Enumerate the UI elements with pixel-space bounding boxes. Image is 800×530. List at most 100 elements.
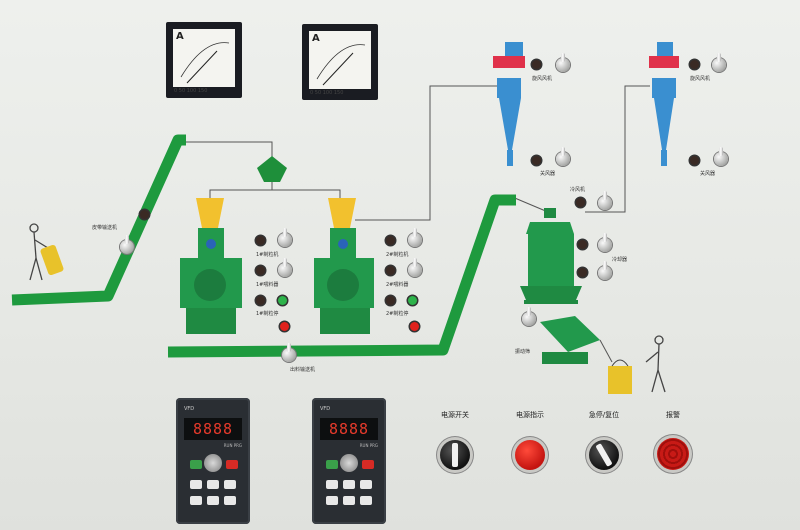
emergency-label: 急停/复位: [588, 411, 620, 419]
vfd-2-key-5[interactable]: [343, 496, 355, 505]
mill1-start-lamp: [256, 236, 265, 245]
mill1-start-label: 1#制粒机: [256, 252, 279, 258]
fan2-switch[interactable]: [712, 53, 726, 72]
cooler-switch-1[interactable]: [598, 233, 612, 252]
pellet-mill-1: [180, 198, 242, 334]
vfd-2-mode: RUN PRG: [359, 443, 378, 448]
vfd-1-run-key[interactable]: [190, 460, 202, 469]
mill2-feeder-label: 2#喂料器: [386, 282, 409, 288]
alarm-light: [657, 438, 689, 470]
distributor-hopper: [257, 156, 287, 182]
feed-conveyor: [11, 134, 186, 306]
ammeter-1-needle: [180, 42, 230, 84]
mill1-feeder-label: 1#喂料器: [256, 282, 279, 288]
worker-left-figure: [29, 223, 49, 281]
fan2-label: 旋风风机: [690, 76, 711, 82]
mill1-run-lamp: [278, 296, 287, 305]
output-bag: [608, 366, 632, 394]
vfd-2-key-2[interactable]: [343, 480, 355, 489]
mill2-stop-label: 2#制粒停: [386, 311, 409, 317]
outlet-conveyor-switch[interactable]: [282, 343, 296, 362]
outlet-conveyor: [167, 194, 516, 358]
fan1-lamp: [532, 60, 541, 69]
feed-bag: [40, 244, 64, 276]
counterflow-cooler: [520, 208, 582, 304]
vfd-2-stop-key[interactable]: [362, 460, 374, 469]
fan1-airlock-label: 关风器: [540, 171, 556, 177]
power-indicator: [515, 440, 545, 470]
sieve-switch[interactable]: [522, 307, 536, 326]
cooler-label: 冷却器: [612, 257, 628, 263]
mill1-stop-label: 1#制粒停: [256, 311, 279, 317]
cooler-lamp-1: [578, 240, 587, 249]
outlet-conveyor-label: 出料输送机: [290, 367, 316, 373]
sieve-label: 振动筛: [515, 349, 531, 355]
feed-conveyor-switch[interactable]: [120, 235, 134, 254]
vfd-2-key-4[interactable]: [326, 496, 338, 505]
cyclone-2: [649, 42, 679, 166]
worker-right-figure: [645, 335, 666, 393]
fan2-airlock-label: 关风器: [700, 171, 716, 177]
power-switch[interactable]: [440, 440, 470, 470]
ammeter-2-scale: 0 50 100 150: [310, 90, 344, 96]
vfd-1-key-4[interactable]: [190, 496, 202, 505]
mill1-feeder-lamp: [256, 266, 265, 275]
power-switch-label: 电源开关: [441, 411, 469, 419]
mill1-stop-lamp: [256, 296, 265, 305]
alarm-label: 报警: [666, 411, 680, 419]
vfd-1-speed-knob[interactable]: [204, 454, 222, 472]
cooler-fan-label: 冷风机: [570, 187, 586, 193]
mill1-fault-lamp: [280, 322, 289, 331]
vfd-1-brand: VFD: [184, 406, 195, 412]
vfd-1-mode: RUN PRG: [223, 443, 242, 448]
mill2-run-lamp: [408, 296, 417, 305]
cyclone-1: [493, 42, 525, 166]
ammeter-2-needle: [316, 44, 366, 86]
mill1-start-switch[interactable]: [278, 228, 292, 247]
ammeter-1: A 0 50 100 150: [166, 22, 242, 98]
mill2-start-lamp: [386, 236, 395, 245]
mill2-stop-lamp: [386, 296, 395, 305]
mill2-feeder-lamp: [386, 266, 395, 275]
emergency-reset-switch[interactable]: [589, 440, 619, 470]
fan2-airlock-lamp: [690, 156, 699, 165]
connection-lines: [185, 85, 650, 363]
vfd-2: VFD 8888 RUN PRG: [312, 398, 386, 524]
vfd-2-speed-knob[interactable]: [340, 454, 358, 472]
ammeter-2-unit: A: [312, 33, 320, 44]
fan2-lamp: [690, 60, 699, 69]
vfd-1: VFD 8888 RUN PRG: [176, 398, 250, 524]
ammeter-1-scale: 0 50 100 150: [174, 88, 208, 94]
mill2-start-label: 2#制粒机: [386, 252, 409, 258]
vfd-2-key-6[interactable]: [360, 496, 372, 505]
fan1-switch[interactable]: [556, 53, 570, 72]
vfd-2-key-1[interactable]: [326, 480, 338, 489]
cooler-switch-2[interactable]: [598, 261, 612, 280]
vfd-2-display: 8888: [320, 418, 378, 440]
vfd-1-display: 8888: [184, 418, 242, 440]
fan1-label: 旋风风机: [532, 76, 553, 82]
feed-conveyor-lamp: [140, 210, 149, 219]
vfd-1-key-5[interactable]: [207, 496, 219, 505]
vfd-1-key-2[interactable]: [207, 480, 219, 489]
vibrating-sieve: [540, 316, 600, 364]
mill2-start-switch[interactable]: [408, 228, 422, 247]
fan2-airlock-switch[interactable]: [714, 147, 728, 166]
vfd-2-brand: VFD: [320, 406, 331, 412]
mill2-fault-lamp: [410, 322, 419, 331]
cooler-lamp-2: [578, 268, 587, 277]
vfd-2-key-3[interactable]: [360, 480, 372, 489]
cooler-fan-lamp: [576, 198, 585, 207]
cooler-fan-switch[interactable]: [598, 191, 612, 210]
fan1-airlock-switch[interactable]: [556, 147, 570, 166]
mill2-feeder-switch[interactable]: [408, 258, 422, 277]
mill1-feeder-switch[interactable]: [278, 258, 292, 277]
vfd-1-key-3[interactable]: [224, 480, 236, 489]
vfd-1-key-1[interactable]: [190, 480, 202, 489]
vfd-1-stop-key[interactable]: [226, 460, 238, 469]
ammeter-1-unit: A: [176, 31, 184, 42]
vfd-1-key-6[interactable]: [224, 496, 236, 505]
pellet-mill-2: [314, 198, 374, 334]
vfd-2-run-key[interactable]: [326, 460, 338, 469]
